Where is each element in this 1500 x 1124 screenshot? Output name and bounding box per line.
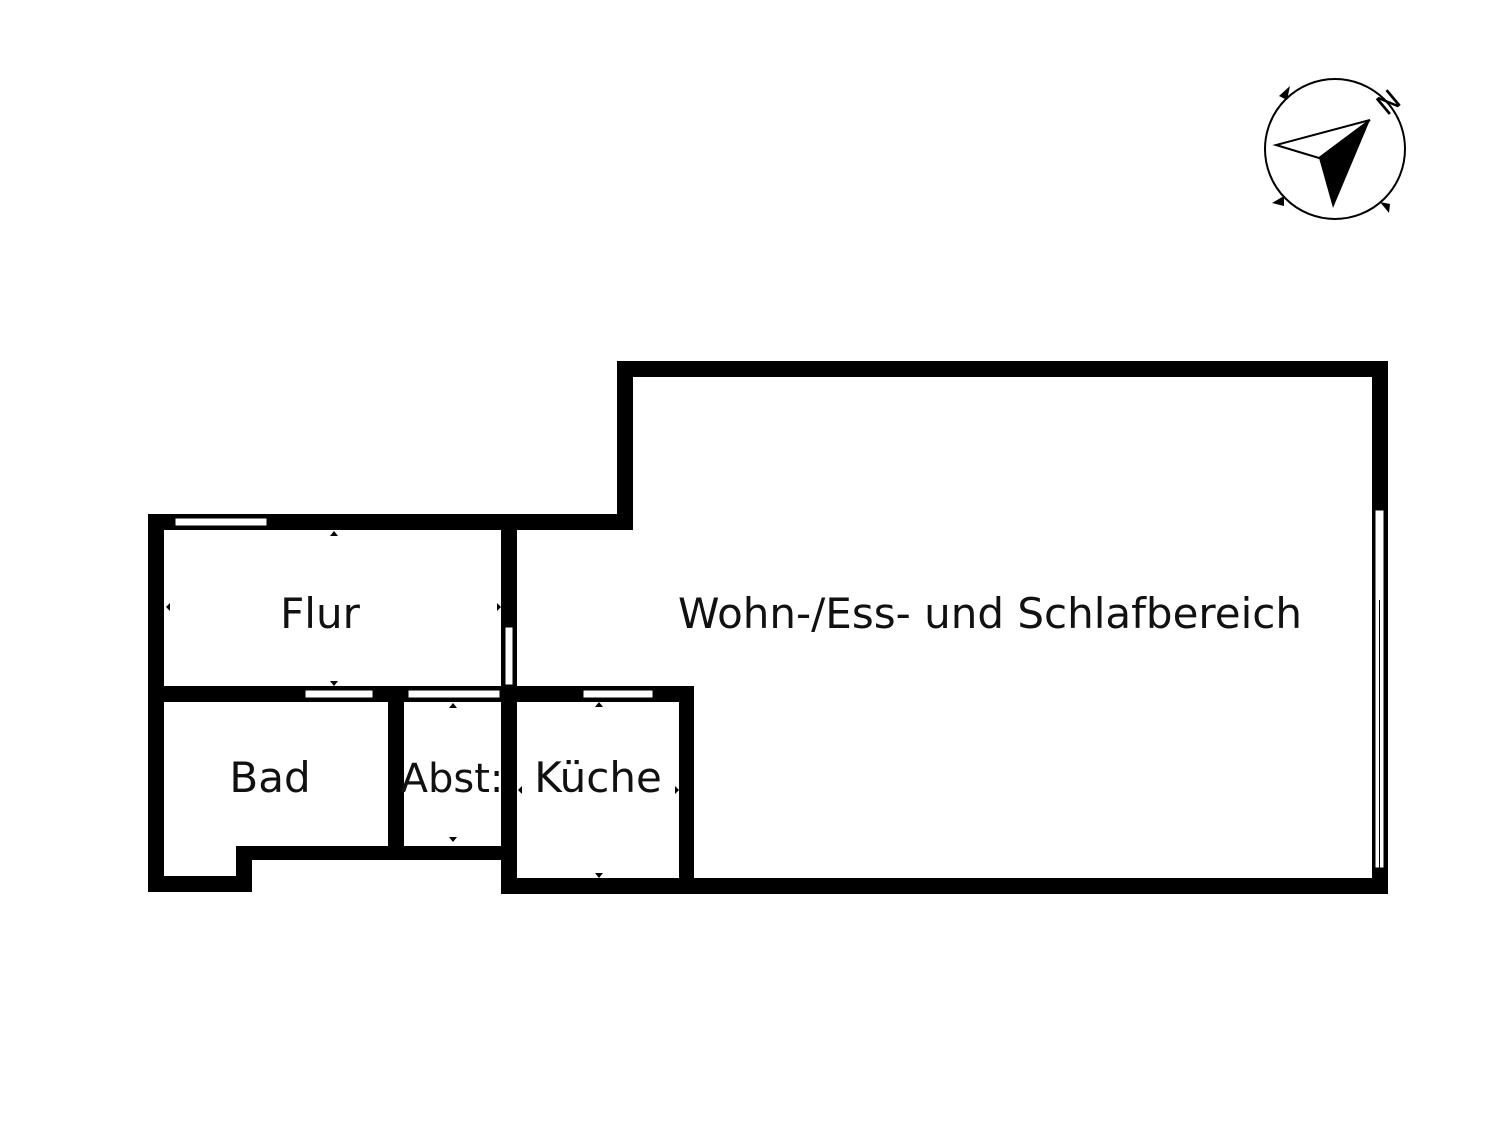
door-markers <box>166 531 679 878</box>
wall-kueche-east <box>679 686 694 894</box>
window-bad-top <box>304 689 374 699</box>
door-marker-flur-bottom <box>330 681 338 686</box>
window-flur-living-opening <box>504 626 514 686</box>
compass: N <box>1264 78 1407 220</box>
door-marker-flur-top <box>330 531 338 536</box>
door-marker-kueche-right <box>675 786 679 794</box>
window-kueche-top <box>582 689 654 699</box>
room-label-kueche: Küche <box>534 753 662 802</box>
wall-bad-abst-divider <box>388 686 404 858</box>
compass-tick-se <box>1380 202 1390 213</box>
wall-west <box>148 514 164 892</box>
compass-tick-sw <box>1272 196 1284 206</box>
door-marker-kueche-top <box>595 702 603 707</box>
room-label-wohnen: Wohn-/Ess- und Schlafbereich <box>678 589 1302 638</box>
wall-bad-bottom-left <box>148 876 252 892</box>
compass-needle-head <box>1319 120 1370 208</box>
windows <box>174 509 1385 869</box>
door-marker-abst-bottom <box>449 837 457 842</box>
room-label-bad: Bad <box>229 753 310 802</box>
wall-flur-living-divider <box>501 514 517 894</box>
wall-bad-abst-bottom <box>236 846 508 860</box>
wall-living-top <box>617 361 1388 377</box>
door-marker-kueche-left <box>518 786 522 794</box>
wall-south <box>501 878 1388 894</box>
door-marker-flur-right <box>497 603 501 611</box>
room-label-abst: Abst: <box>401 756 504 802</box>
window-abst-top <box>407 689 501 699</box>
wall-step-vertical <box>617 361 633 530</box>
door-marker-kueche-bottom <box>595 873 603 878</box>
compass-tick-nw <box>1279 86 1290 100</box>
room-label-flur: Flur <box>280 589 360 638</box>
window-flur-top <box>174 517 268 527</box>
door-marker-flur-left <box>166 603 170 611</box>
door-marker-abst-top <box>449 703 457 708</box>
